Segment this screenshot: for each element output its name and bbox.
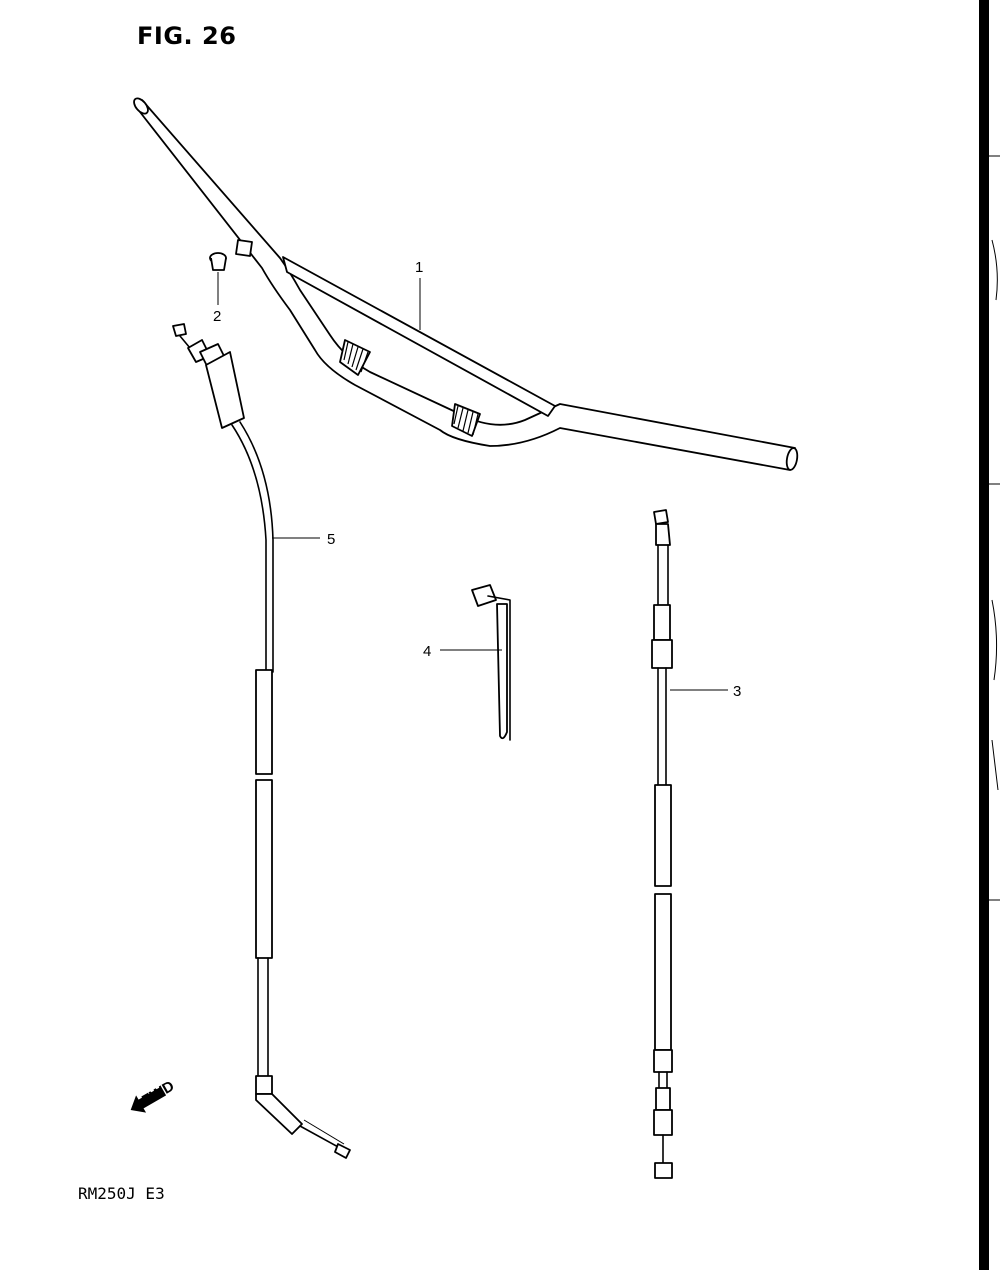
callout-3: 3 [670,683,741,700]
callout-label-3: 3 [733,683,741,700]
knurl-right [451,403,481,437]
callout-2: 2 [213,272,221,325]
callout-label-5: 5 [327,531,335,548]
callout-label-2: 2 [213,308,221,325]
cable-3[interactable] [651,509,673,1179]
knurl-left [339,339,371,376]
handlebar-plug[interactable] [209,252,227,271]
throttle-rod-4[interactable] [471,584,511,741]
page-edge [979,0,1000,1270]
figure-title: FIG. 26 [137,22,237,50]
fwd-label: FWD [139,1078,177,1110]
model-code: RM250J E3 [78,1184,165,1203]
handlebar[interactable] [131,96,799,471]
cable-5[interactable] [172,323,351,1159]
callout-label-4: 4 [423,643,431,660]
callout-5: 5 [272,531,335,548]
fwd-arrow-icon: FWD [130,1078,177,1113]
callout-1: 1 [415,259,423,330]
callout-4: 4 [423,643,502,660]
callout-label-1: 1 [415,259,423,276]
